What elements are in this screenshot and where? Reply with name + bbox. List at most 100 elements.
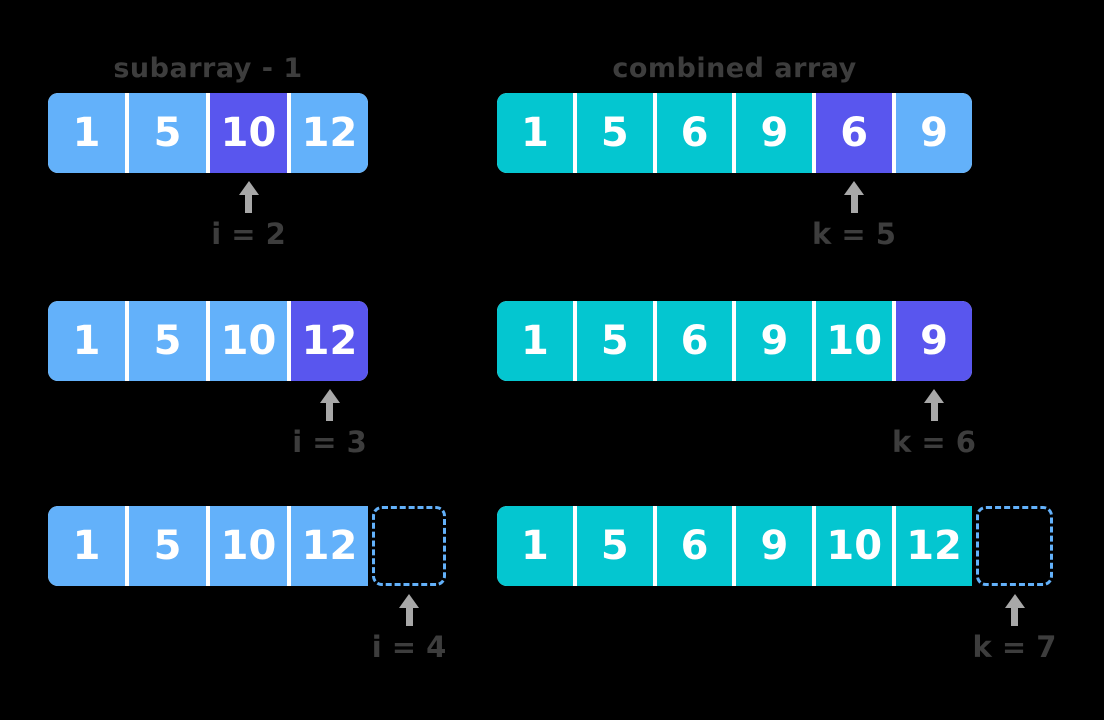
cell-value: 9 — [760, 110, 789, 156]
cell-value: 9 — [920, 318, 948, 364]
pointer-label: k = 6 — [892, 425, 976, 459]
up-arrow-icon — [238, 181, 259, 213]
cell-value: 9 — [920, 110, 948, 156]
combined-step2-row: 1 5 6 9 10 9 k = 6 — [497, 301, 976, 459]
cell-value: 10 — [220, 110, 277, 156]
arrow-head — [319, 389, 340, 403]
array-cell-blue: 1 — [48, 93, 125, 173]
arrow-head — [924, 389, 944, 403]
cell-value: 6 — [680, 110, 709, 156]
array-cell-indigo: 9 — [896, 301, 972, 381]
array-cell-teal: 5 — [576, 506, 653, 586]
cell-value: 5 — [600, 523, 629, 569]
cell-value: 1 — [520, 523, 549, 569]
array-cell-teal: 9 — [736, 506, 813, 586]
arrow-stem — [1011, 608, 1018, 626]
up-arrow-icon — [319, 389, 340, 421]
arrow-head — [238, 181, 259, 195]
array-cell-blue: 1 — [48, 506, 125, 586]
cell-value: 12 — [301, 523, 358, 569]
arrow-stem — [326, 403, 333, 421]
cell-value: 12 — [301, 318, 358, 364]
array-cell-teal: 9 — [736, 93, 813, 173]
cell-value: 10 — [826, 523, 883, 569]
pointer-label: i = 2 — [211, 217, 286, 251]
arrow-stem — [405, 608, 413, 626]
array-cell-teal: 12 — [896, 506, 972, 586]
array-cell-blue: 10 — [210, 506, 287, 586]
cell-value: 5 — [600, 110, 629, 156]
array-cell-teal: 6 — [656, 93, 733, 173]
up-arrow-icon — [844, 181, 864, 213]
cell-value: 1 — [72, 318, 101, 364]
up-arrow-icon — [924, 389, 944, 421]
cell-value: 10 — [220, 318, 277, 364]
arrow-stem — [850, 195, 858, 213]
cell-value: 5 — [153, 318, 182, 364]
pointer-label: k = 7 — [972, 630, 1057, 664]
cell-value: 10 — [826, 318, 883, 364]
array-cell-blue: 10 — [210, 301, 287, 381]
array-cell-teal: 5 — [576, 93, 653, 173]
left-column-title: subarray - 1 — [113, 53, 303, 84]
subarray1-step3-row: 1 5 10 12 i = 4 — [48, 506, 446, 664]
array: 1 5 6 9 10 9 — [497, 301, 972, 381]
cell-value: 1 — [520, 110, 549, 156]
empty-cell-dashed — [372, 506, 446, 586]
up-arrow-icon — [399, 594, 419, 626]
array-cell-teal: 10 — [816, 301, 893, 381]
arrow-head — [1004, 594, 1025, 608]
array: 1 5 10 12 — [48, 93, 368, 173]
array-cell-blue: 5 — [129, 301, 206, 381]
array-cell-teal: 9 — [736, 301, 813, 381]
up-arrow-icon — [1004, 594, 1025, 626]
cell-value: 1 — [72, 110, 101, 156]
array-cell-blue: 1 — [48, 301, 125, 381]
array-cell-indigo: 12 — [291, 301, 368, 381]
array-cell-blue: 12 — [291, 93, 368, 173]
empty-cell-dashed — [976, 506, 1053, 586]
array-cell-teal: 1 — [497, 93, 573, 173]
pointer-label: i = 3 — [292, 425, 367, 459]
cell-value: 6 — [680, 318, 709, 364]
array-cell-blue: 9 — [896, 93, 972, 173]
array-cell-teal: 1 — [497, 301, 573, 381]
cell-value: 5 — [600, 318, 629, 364]
array: 1 5 10 12 — [48, 301, 368, 381]
pointer-label: k = 5 — [812, 217, 896, 251]
array-cell-teal: 1 — [497, 506, 573, 586]
right-column-title: combined array — [612, 53, 857, 84]
arrow-stem — [930, 403, 938, 421]
cell-value: 5 — [153, 110, 182, 156]
arrow-head — [399, 594, 419, 608]
array-cell-blue: 5 — [129, 93, 206, 173]
combined-step3-row: 1 5 6 9 10 12 k = 7 — [497, 506, 1056, 664]
cell-value: 10 — [220, 523, 277, 569]
cell-value: 9 — [760, 318, 789, 364]
arrow-stem — [245, 195, 252, 213]
array-cell-blue: 12 — [291, 506, 368, 586]
cell-value: 12 — [301, 110, 358, 156]
array-cell-teal: 6 — [656, 301, 733, 381]
cell-value: 12 — [906, 523, 962, 569]
pointer-label: i = 4 — [371, 630, 447, 664]
combined-step1-row: 1 5 6 9 6 9 k = 5 — [497, 93, 972, 251]
cell-value: 5 — [153, 523, 182, 569]
subarray1-step2-row: 1 5 10 12 i = 3 — [48, 301, 368, 459]
array: 1 5 6 9 10 12 — [497, 506, 972, 586]
array-cell-teal: 5 — [576, 301, 653, 381]
cell-value: 6 — [680, 523, 709, 569]
array-cell-teal: 6 — [656, 506, 733, 586]
cell-value: 9 — [760, 523, 789, 569]
array-cell-indigo: 6 — [816, 93, 893, 173]
array: 1 5 10 12 — [48, 506, 368, 586]
cell-value: 1 — [72, 523, 101, 569]
array-cell-blue: 5 — [129, 506, 206, 586]
array-cell-indigo: 10 — [210, 93, 287, 173]
cell-value: 1 — [520, 318, 549, 364]
array: 1 5 6 9 6 9 — [497, 93, 972, 173]
array-cell-teal: 10 — [816, 506, 893, 586]
arrow-head — [844, 181, 864, 195]
cell-value: 6 — [840, 110, 869, 156]
